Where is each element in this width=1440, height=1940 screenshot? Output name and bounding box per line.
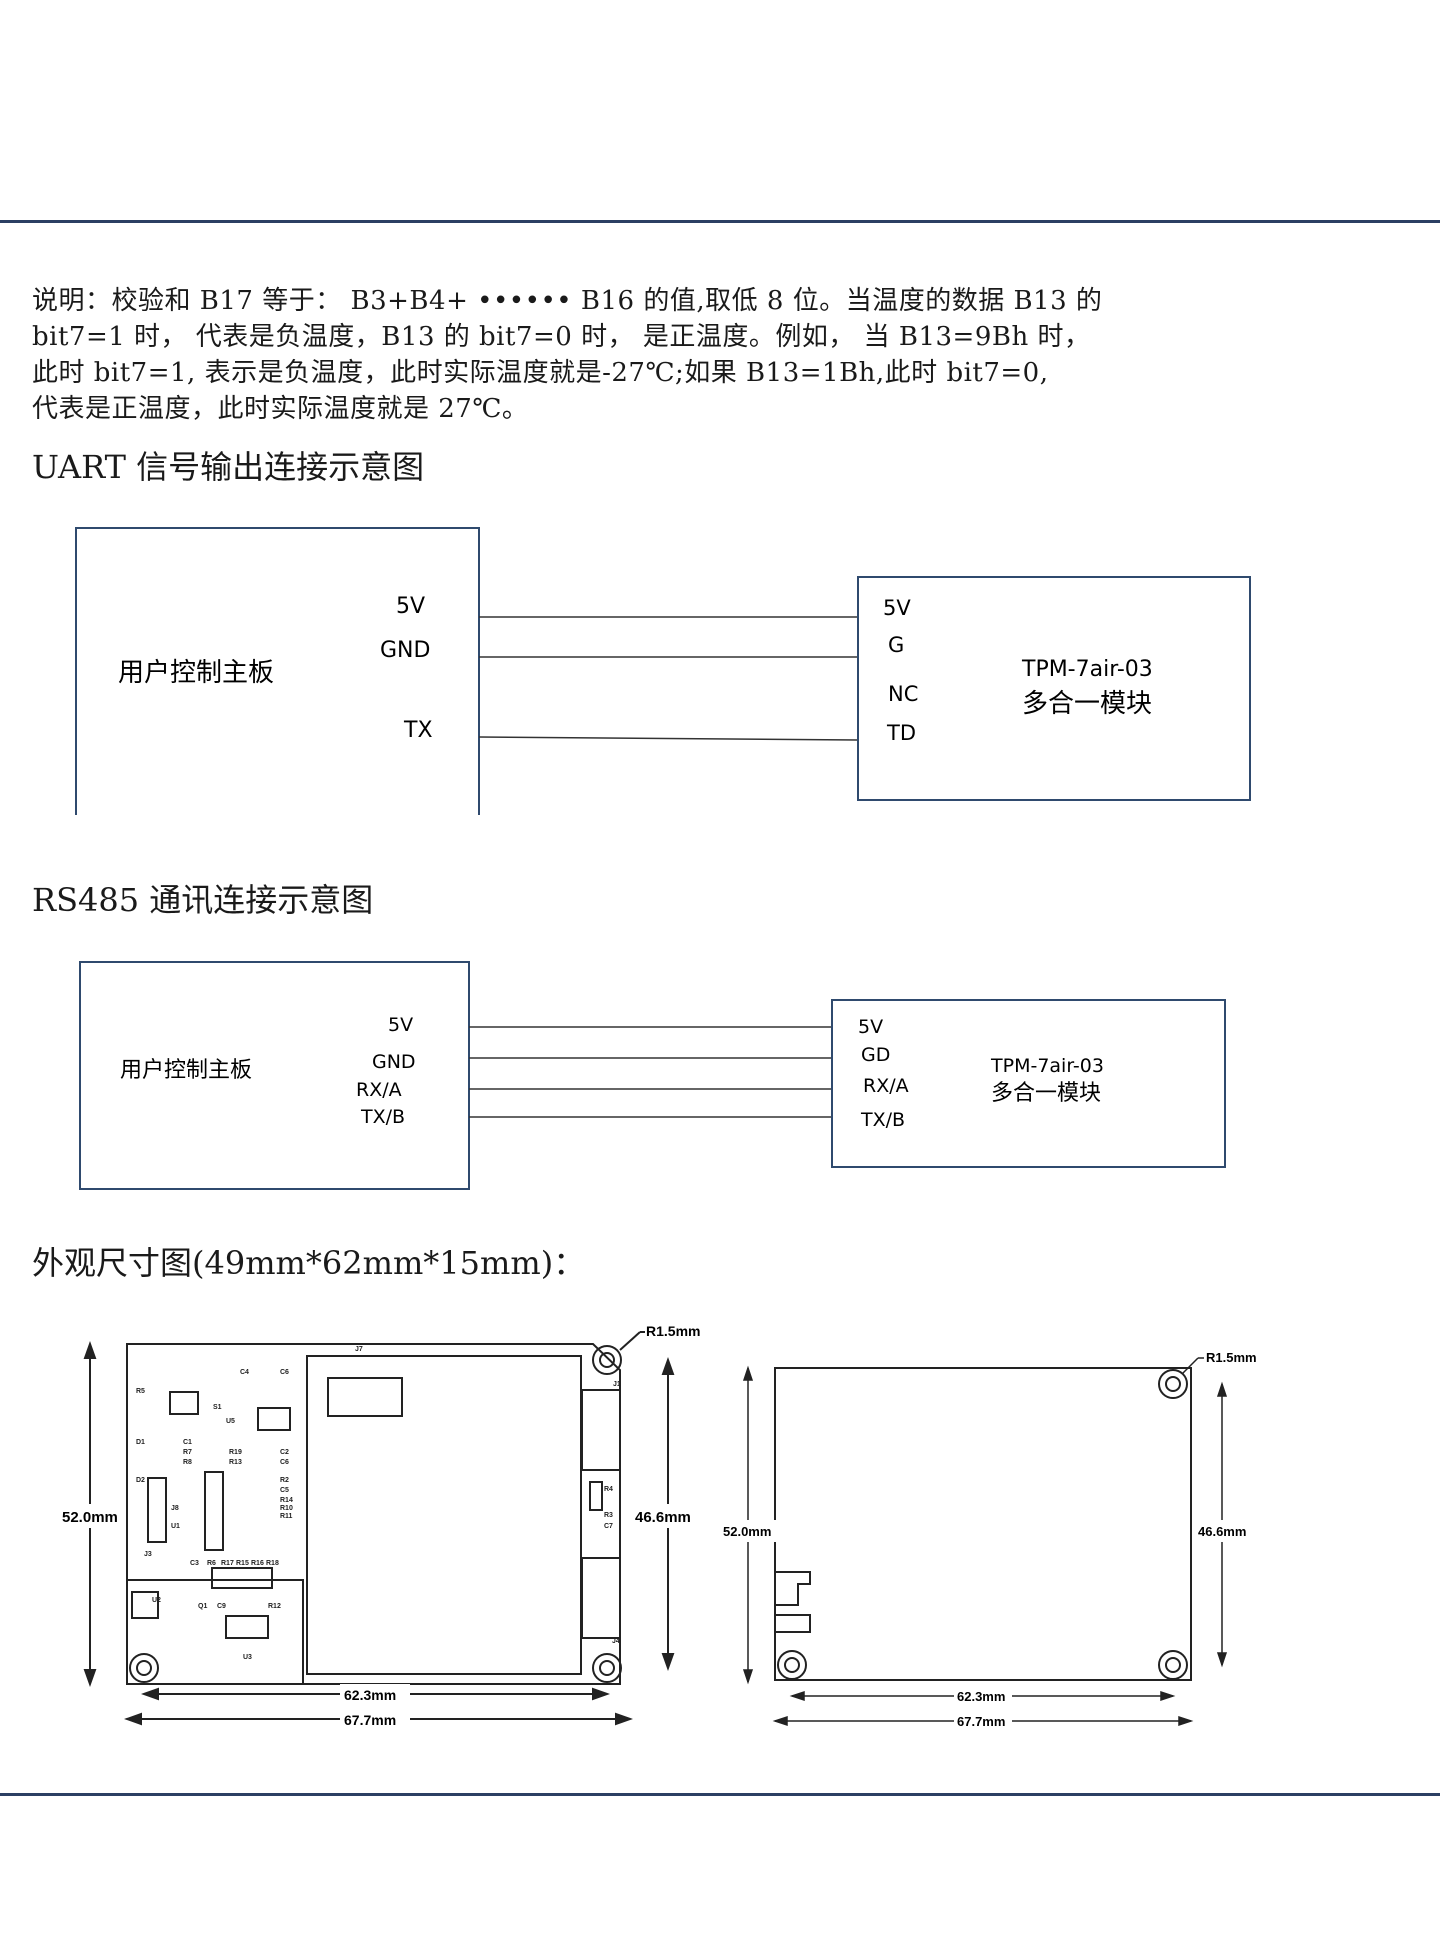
back-radius-label: R1.5mm: [1206, 1350, 1257, 1365]
svg-text:J8: J8: [171, 1505, 179, 1512]
checksum-description: 说明：校验和 B17 等于： B3+B4+ •••••• B16 的值,取低 8…: [32, 283, 1412, 427]
uart-diagram-title: UART 信号输出连接示意图: [32, 448, 425, 486]
front-silkscreen: J7 R5 S1 C4 C6 U5 D1 C1 R7 R8 R19 R13 C2…: [136, 1346, 621, 1661]
svg-text:C9: C9: [217, 1603, 226, 1610]
svg-text:D1: D1: [136, 1439, 145, 1446]
back-hole-spacing-v-label: 46.6mm: [1198, 1524, 1246, 1539]
module-desc: 多合一模块: [1022, 689, 1152, 719]
svg-text:R6: R6: [207, 1560, 216, 1567]
svg-text:R4: R4: [604, 1486, 613, 1493]
svg-text:R11: R11: [280, 1513, 293, 1520]
rs485-wiring-diagram: 用户控制主板 5V GND RX/A TX/B 5V GD RX/A TX/B …: [79, 961, 1226, 1190]
svg-text:R13: R13: [229, 1459, 242, 1466]
right-pin-5v: 5V: [883, 596, 911, 620]
svg-text:U5: U5: [226, 1418, 235, 1425]
back-width-label: 67.7mm: [957, 1714, 1005, 1729]
front-dimension-drawing: J7 R5 S1 C4 C6 U5 D1 C1 R7 R8 R19 R13 C2…: [58, 1323, 702, 1730]
back-dimension-drawing: 52.0mm 46.6mm 62.3mm 67.7mm R1.5mm: [720, 1350, 1257, 1730]
back-pcb: [774, 1367, 1192, 1681]
svg-text:U1: U1: [171, 1523, 180, 1530]
description-line: 此时 bit7=1, 表示是负温度，此时实际温度就是-27℃;如果 B13=1B…: [32, 358, 1049, 388]
top-divider: [0, 220, 1440, 223]
svg-text:R17: R17: [221, 1560, 234, 1567]
svg-text:J1: J1: [613, 1381, 621, 1388]
svg-text:R18: R18: [266, 1560, 279, 1567]
svg-text:C2: C2: [280, 1449, 289, 1456]
user-board-box: [75, 527, 480, 815]
user-board-label: 用户控制主板: [118, 658, 274, 688]
description-line: bit7=1 时， 代表是负温度，B13 的 bit7=0 时， 是正温度。例如…: [32, 322, 1091, 352]
left-pin-5v: 5V: [396, 594, 425, 619]
hole-spacing-v-label: 46.6mm: [635, 1509, 691, 1526]
user-board-label: 用户控制主板: [120, 1058, 252, 1083]
module-name: TPM-7air-03: [1021, 657, 1153, 682]
svg-text:C5: C5: [280, 1487, 289, 1494]
user-board-box: [79, 961, 470, 1190]
svg-text:C6: C6: [280, 1459, 289, 1466]
right-pin-td: TD: [886, 721, 916, 745]
svg-text:R15: R15: [236, 1560, 249, 1567]
left-pin-tx: TX: [403, 718, 433, 743]
uart-wiring-diagram: 用户控制主板 5V GND TX 5V G NC TD TPM-7air-03 …: [75, 527, 1251, 815]
back-height-label: 52.0mm: [723, 1524, 771, 1539]
description-line: 代表是正温度，此时实际温度就是 27℃。: [32, 394, 529, 424]
svg-text:R16: R16: [251, 1560, 264, 1567]
svg-text:R14: R14: [280, 1497, 293, 1504]
height-label: 52.0mm: [62, 1509, 118, 1526]
svg-text:J7: J7: [355, 1346, 363, 1353]
description-line: 说明：校验和 B17 等于： B3+B4+ •••••• B16 的值,取低 8…: [32, 286, 1103, 316]
rs485-diagram-title: RS485 通讯连接示意图: [32, 881, 374, 919]
right-pin-txb: TX/B: [860, 1109, 905, 1131]
svg-text:C1: C1: [183, 1439, 192, 1446]
svg-text:R8: R8: [183, 1459, 192, 1466]
svg-text:R2: R2: [280, 1477, 289, 1484]
back-dimension-lines: [742, 1357, 1228, 1727]
svg-text:R10: R10: [280, 1505, 293, 1512]
front-pcb: [126, 1343, 621, 1685]
left-pin-gnd: GND: [372, 1051, 416, 1073]
bottom-divider: [0, 1793, 1440, 1796]
svg-text:R3: R3: [604, 1512, 613, 1519]
svg-text:U3: U3: [243, 1654, 252, 1661]
svg-text:J3: J3: [144, 1551, 152, 1558]
module-box: [831, 999, 1226, 1168]
radius-label: R1.5mm: [646, 1323, 700, 1339]
svg-text:R12: R12: [268, 1603, 281, 1610]
hole-spacing-h-label: 62.3mm: [344, 1687, 396, 1703]
svg-text:S1: S1: [213, 1404, 222, 1411]
svg-text:U2: U2: [152, 1597, 161, 1604]
svg-text:D2: D2: [136, 1477, 145, 1484]
left-pin-gnd: GND: [380, 638, 430, 663]
svg-text:R5: R5: [136, 1388, 145, 1395]
svg-text:R19: R19: [229, 1449, 242, 1456]
wire-tx: [478, 736, 859, 741]
back-hole-spacing-h-label: 62.3mm: [957, 1689, 1005, 1704]
right-pin-gd: GD: [861, 1044, 890, 1066]
width-label: 67.7mm: [344, 1712, 396, 1728]
mounting-holes: [129, 1345, 622, 1683]
svg-text:C6: C6: [280, 1369, 289, 1376]
left-pin-txb: TX/B: [360, 1106, 405, 1128]
right-pin-nc: NC: [888, 682, 918, 706]
svg-text:R7: R7: [183, 1449, 192, 1456]
svg-text:J4: J4: [612, 1638, 620, 1645]
right-pin-g: G: [888, 633, 904, 657]
module-desc: 多合一模块: [991, 1081, 1101, 1106]
dimension-drawing-title: 外观尺寸图(49mm*62mm*15mm)：: [32, 1244, 586, 1282]
back-mounting-holes: [777, 1369, 1188, 1680]
svg-text:C7: C7: [604, 1523, 613, 1530]
svg-text:C3: C3: [190, 1560, 199, 1567]
svg-text:C4: C4: [240, 1369, 249, 1376]
module-box: [857, 576, 1251, 801]
right-pin-rxa: RX/A: [863, 1075, 909, 1097]
right-pin-5v: 5V: [858, 1016, 883, 1038]
left-pin-rxa: RX/A: [356, 1079, 402, 1101]
left-pin-5v: 5V: [388, 1014, 413, 1036]
module-name: TPM-7air-03: [990, 1055, 1104, 1077]
svg-text:Q1: Q1: [198, 1603, 207, 1610]
